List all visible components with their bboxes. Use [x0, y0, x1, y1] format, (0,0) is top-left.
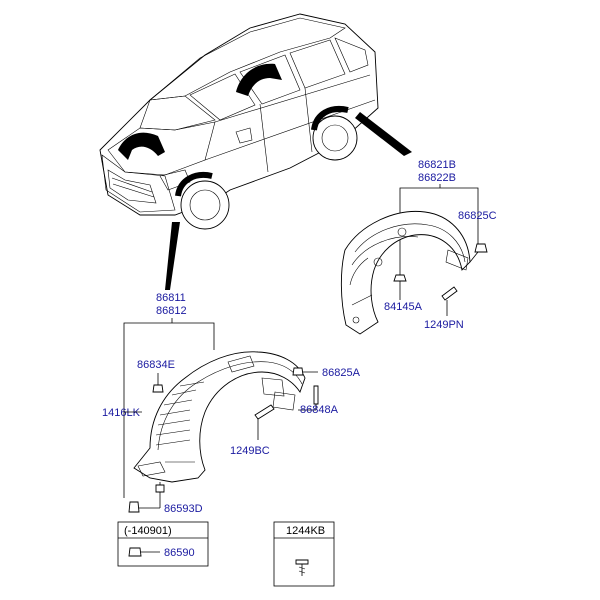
rear-clip-label: 86825C [458, 210, 497, 222]
box-date-label: (-140901) [124, 525, 172, 537]
rear-bolt-label: 1249PN [424, 319, 464, 331]
front-fastener-label: 86593D [164, 503, 203, 515]
front-rivet-label: 86834E [137, 359, 175, 371]
front-guard-lh-label: 86811 [156, 292, 186, 304]
front-wheel-guard [133, 351, 306, 483]
rear-clip [474, 243, 488, 253]
supersession-box: (-140901) 86590 [117, 521, 209, 567]
rear-guard-lh-label: 86821B [418, 159, 456, 171]
front-screw [313, 385, 319, 405]
front-bolt-label: 1249BC [230, 445, 270, 457]
box-part-icon [128, 547, 142, 557]
rear-guard-rh-label: 86822B [418, 172, 456, 184]
front-clip [292, 367, 304, 376]
rear-bolt [441, 286, 458, 301]
rear-nut [393, 274, 407, 282]
front-fastener [128, 501, 140, 513]
front-bolt [254, 404, 275, 420]
box2-part-label: 1244KB [286, 525, 325, 537]
rear-wheel-guard [340, 210, 471, 335]
bolt-box: 1244KB [273, 521, 335, 587]
vehicle-illustration [99, 13, 412, 290]
rear-nut-label: 84145A [384, 301, 423, 313]
front-assembly-label: 1416LK [102, 407, 141, 419]
front-wheel-guard-group: 86811 86812 1416LK 86834E 86825A 86 [102, 292, 361, 515]
front-screw-label: 86848A [300, 404, 339, 416]
front-guard-rh-label: 86812 [156, 305, 187, 317]
box-part-label: 86590 [164, 547, 195, 559]
front-rivet [152, 384, 164, 393]
bolt-icon [295, 559, 309, 565]
front-clip-label: 86825A [322, 367, 361, 379]
rear-wheel-guard-group: 86821B 86822B 86825C 84145A 1249PN [340, 159, 497, 335]
